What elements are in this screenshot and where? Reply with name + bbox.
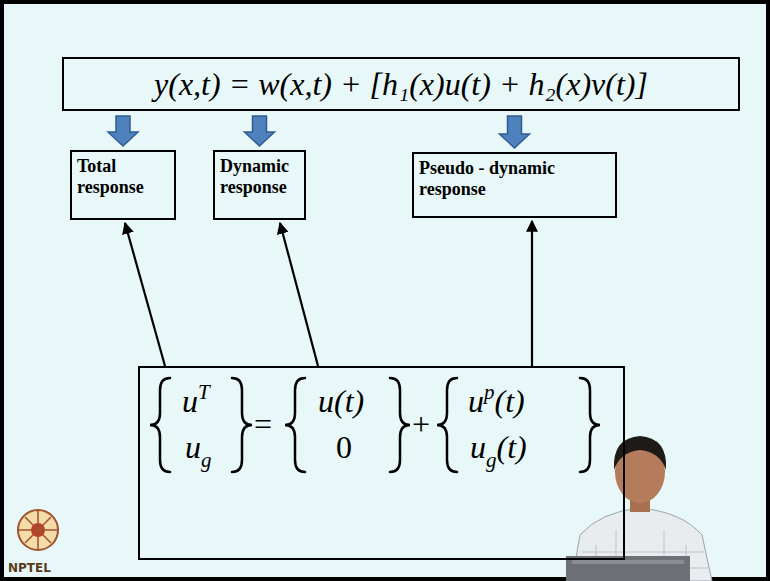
emblem-ring: [18, 510, 58, 550]
right-brace: [390, 378, 410, 472]
matrix-braces: [150, 378, 600, 472]
equation-text: y(x,t) = w(x,t) + [h₁(x)u(t) + h₂(x)v(t)…: [154, 65, 648, 103]
response-label: Pseudo - dynamic response: [419, 158, 569, 199]
left-brace: [150, 378, 170, 472]
matrix-entry: 0: [336, 428, 352, 466]
pointer-arrow: [531, 221, 533, 366]
laptop-edge: [572, 560, 684, 564]
matrix-entry: ug: [185, 428, 212, 470]
math-symbol: u: [182, 383, 198, 419]
nptel-emblem: [18, 510, 58, 550]
response-label-box: Total response: [70, 150, 176, 220]
math-symbol: u(t): [318, 383, 364, 419]
pointer-arrow: [280, 223, 318, 366]
superscript: p: [484, 380, 495, 404]
subscript: g: [201, 448, 212, 472]
math-symbol: u: [185, 429, 201, 465]
logo-wordmark: NPTEL: [8, 561, 51, 575]
math-symbol: 0: [336, 429, 352, 465]
math-symbol: =: [254, 406, 272, 442]
equation-box: y(x,t) = w(x,t) + [h₁(x)u(t) + h₂(x)v(t)…: [62, 57, 740, 111]
presenter-hair: [614, 436, 666, 470]
subscript: g: [486, 448, 497, 472]
block-arrow: [500, 116, 530, 148]
math-symbol: u: [468, 383, 484, 419]
right-brace: [232, 378, 252, 472]
slide-background: [4, 4, 766, 577]
math-symbol: +: [412, 406, 430, 442]
response-label: Total response: [77, 156, 169, 197]
emblem-spokes: [19, 511, 57, 549]
matrix-equation-box: uTug=u(t)0+up(t)ug(t): [138, 366, 625, 560]
pointer-arrow: [125, 223, 165, 366]
response-label-box: Pseudo - dynamic response: [412, 152, 617, 218]
math-symbol: u: [470, 429, 486, 465]
matrix-entry: uT: [182, 382, 210, 424]
right-brace: [580, 378, 600, 472]
matrix-entry: =: [254, 405, 272, 443]
math-symbol: (t): [495, 383, 525, 419]
block-arrow: [108, 116, 138, 146]
matrix-entry: +: [412, 405, 430, 443]
response-label: Dynamic response: [220, 156, 299, 197]
superscript: T: [198, 380, 210, 404]
matrix-entry: up(t): [468, 382, 525, 424]
math-symbol: (t): [497, 429, 527, 465]
left-brace: [437, 378, 457, 472]
response-label-box: Dynamic response: [213, 150, 306, 220]
block-arrow: [245, 116, 275, 146]
matrix-entry: u(t): [318, 382, 364, 420]
matrix-entry: ug(t): [470, 428, 527, 470]
left-brace: [285, 378, 305, 472]
